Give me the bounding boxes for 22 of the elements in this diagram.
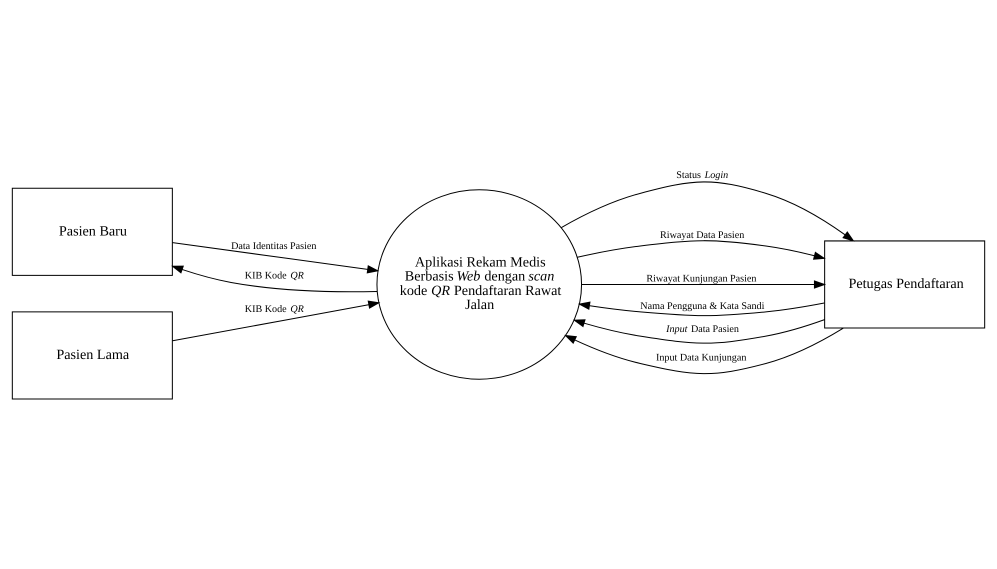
arrow [172,242,380,274]
edge-label: KIB Kode QR [244,303,304,314]
edge-label: Data Identitas Pasien [231,240,316,252]
edge-label: Riwayat Kunjungan Pasien [646,272,756,284]
arrow [577,240,826,260]
edge-label: Input Data Kunjungan [656,352,746,363]
edge-label: Status Login [676,170,728,181]
edge-label: Riwayat Data Pasien [660,229,744,240]
node-box: Pasien Baru [12,187,173,276]
arrow [172,300,380,341]
edge-label: Nama Pengguna & Kata Sandi [640,300,764,312]
arrow [561,180,855,242]
edge-label: KIB Kode QR [244,270,304,281]
arrow [582,280,826,288]
node-box: Petugas Pendaftaran [824,240,986,328]
edge-label: Input Data Pasien [666,324,739,335]
arrow [572,318,825,344]
node-box: Pasien Lama [12,310,173,399]
arrow [171,265,378,292]
arrow [578,301,824,316]
node-circle: Aplikasi Rekam Medis Berbasis Web dengan scan kode QR Pendaftaran Rawat Jalan [376,188,582,380]
arrow [564,327,844,374]
